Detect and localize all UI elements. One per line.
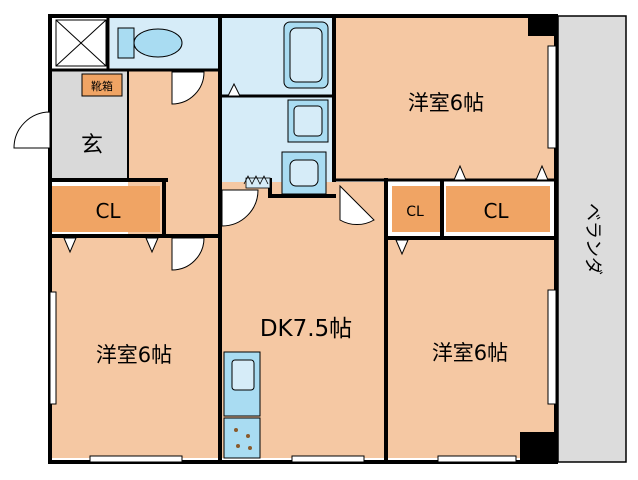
veranda — [557, 15, 627, 463]
closet-right-small — [392, 186, 440, 232]
western-room-top — [336, 18, 554, 180]
closet-left — [52, 186, 160, 232]
room-label-western-right: 洋室6帖 — [432, 341, 508, 365]
doors — [13, 71, 375, 271]
toilet-icon — [117, 27, 183, 59]
shoe-box — [81, 73, 123, 97]
column-bottom-right — [520, 432, 556, 462]
closet-right-large — [446, 186, 550, 232]
closet-label-right-large: CL — [483, 199, 509, 223]
stove-icon — [223, 417, 261, 459]
shoe-box-label: 靴箱 — [91, 79, 113, 93]
washing-machine-icon — [281, 151, 327, 195]
western-room-right — [388, 240, 554, 458]
bathtub-icon — [283, 21, 329, 89]
room-label-western-top: 洋室6帖 — [408, 91, 484, 115]
column-top-right — [528, 16, 556, 36]
room-label-dk: DK7.5帖 — [260, 316, 352, 342]
western-room-left — [52, 236, 218, 458]
room-label-western-left: 洋室6帖 — [96, 343, 172, 367]
closet-label-left: CL — [95, 199, 121, 223]
veranda-label: ベランダ — [582, 203, 603, 275]
sink-icon — [223, 351, 261, 417]
washbasin-icon — [287, 99, 329, 143]
closet-label-right-small: CL — [406, 204, 424, 220]
room-label-entrance: 玄 — [81, 133, 103, 158]
